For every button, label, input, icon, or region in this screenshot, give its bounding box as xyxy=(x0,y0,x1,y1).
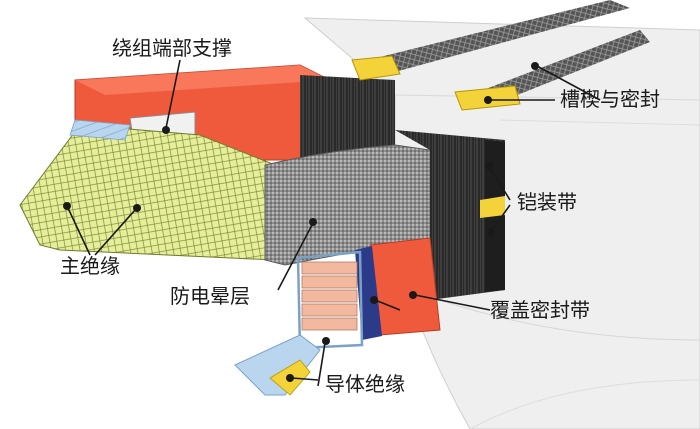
wedge-1 xyxy=(351,55,401,81)
slot-strip-1 xyxy=(360,0,630,76)
cover-seal-tape xyxy=(369,237,441,336)
label-wedge-seal: 槽楔与密封 xyxy=(560,87,660,111)
label-conductor-insulation: 导体绝缘 xyxy=(325,372,405,396)
conductor-tail xyxy=(234,334,321,396)
label-end-support: 绕组端部支撑 xyxy=(112,36,232,60)
conductor-stack xyxy=(296,250,364,350)
label-armor-tape: 铠装带 xyxy=(517,190,577,214)
left-conductors xyxy=(69,119,131,141)
lower-bar-armor xyxy=(395,130,505,300)
wedge-3 xyxy=(480,196,505,218)
label-cover-seal-tape: 覆盖密封带 xyxy=(490,298,590,322)
label-corona-layer: 防电晕层 xyxy=(170,284,250,308)
label-main-insulation: 主绝缘 xyxy=(60,254,120,278)
